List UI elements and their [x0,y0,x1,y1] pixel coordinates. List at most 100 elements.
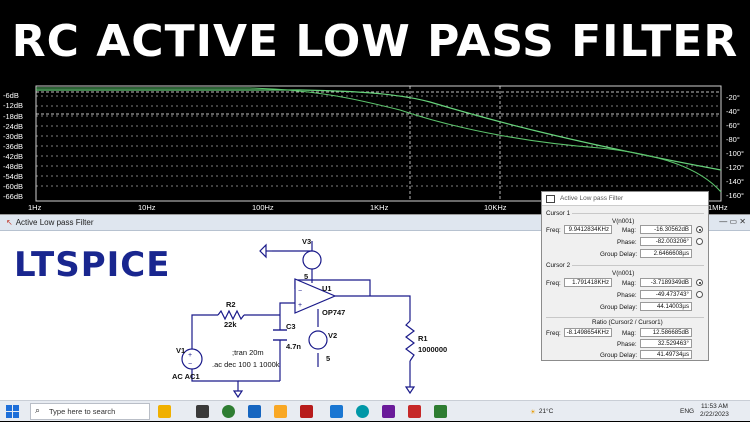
task-view-icon[interactable] [196,405,209,418]
x-tick: 1MHz [708,203,728,212]
y-left-tick: -48dB [3,162,23,171]
cursor1-signal: V(n001) [612,218,635,225]
resistor-r2[interactable] [217,309,245,321]
resistor-r1[interactable] [405,320,415,362]
capacitor-c3[interactable] [273,329,287,341]
r2-value: 22k [224,320,237,329]
svg-text:+: + [188,352,192,359]
ratio-phase-label: Phase: [617,341,637,348]
svg-text:+: + [298,302,302,309]
cursor1-gd-field[interactable]: 2.6466608µs [640,249,692,258]
y-left-tick: -18dB [3,112,23,121]
v3-name: V3 [302,237,311,246]
c3-value: 4.7n [286,342,301,351]
ltspice-icon: ↖ [6,218,13,227]
cursor2-signal: V(n001) [612,270,635,277]
cursor1-phase-radio[interactable] [696,238,703,245]
chrome-icon[interactable] [222,405,235,418]
cursor2-freq-field[interactable]: 1.791418KHz [564,278,612,287]
v3-value: 5 [304,272,308,281]
teams-icon[interactable] [382,405,395,418]
cursor2-mag-radio[interactable] [696,279,703,286]
edge-icon[interactable] [356,405,369,418]
r1-value: 1000000 [418,345,447,354]
cursor-lines[interactable] [36,86,721,201]
u1-value: OP747 [322,308,345,317]
camtasia-icon[interactable] [434,405,447,418]
ltspice-taskbar-icon[interactable] [300,405,313,418]
cursor2-phase-field[interactable]: -49.473743° [640,290,692,299]
x-tick: 1Hz [28,203,42,212]
x-tick: 10Hz [138,203,156,212]
ltspice-watermark: LTSPICE [14,245,171,285]
ratio-gd-field[interactable]: 41.49734µs [640,350,692,359]
clock[interactable]: 11:53 AM 2/22/2023 [700,403,729,419]
language-indicator[interactable]: ENG [680,408,695,415]
magnitude-trace [36,89,722,171]
source-v3[interactable] [302,250,322,270]
r2-name: R2 [226,300,236,309]
cursor-window[interactable]: Active Low pass Filter Cursor 1 V(n001) … [541,191,709,361]
cursor2-mag-label: Mag: [622,280,636,287]
y-right-ticks: -20° -40° -60° -80° -100° -120° -140° -1… [726,93,744,200]
cursor2-phase-radio[interactable] [696,291,703,298]
v2-name: V2 [328,331,337,340]
cursor1-mag-field[interactable]: -16.30562dB [640,225,692,234]
y-left-tick: -66dB [3,192,23,201]
r1-name: R1 [418,334,428,343]
opamp-u1[interactable] [294,278,337,314]
plot-grid [36,95,721,187]
cursor1-mag-radio[interactable] [696,226,703,233]
taskbar: Type here to search ⌕ ☀ 21°C ENG 11:53 A… [0,400,750,421]
file-explorer-icon[interactable] [274,405,287,418]
cursor1-phase-field[interactable]: -82.003206° [640,237,692,246]
weather-widget[interactable]: ☀ 21°C [530,401,553,422]
ratio-mag-label: Mag: [622,330,636,337]
weather-temp: 21°C [538,408,554,415]
ratio-label: Ratio (Cursor2 / Cursor1) [592,319,663,326]
v1-value: AC AC1 [172,372,200,381]
taskbar-search-input[interactable]: Type here to search [30,403,150,420]
ac-directive: .ac dec 100 1 1000k [212,360,280,369]
cursor1-freq-field[interactable]: 9.9412834KHz [564,225,612,234]
mail-icon[interactable] [330,405,343,418]
widgets-icon[interactable] [158,405,171,418]
ratio-freq-label: Freq: [546,330,561,337]
cursor-window-titlebar[interactable]: Active Low pass Filter [542,192,708,206]
x-tick: 10KHz [484,203,507,212]
windows-start-icon[interactable] [6,405,19,418]
cursor2-mag-field[interactable]: -3.7189349dB [640,278,692,287]
schematic-window-controls[interactable]: — ▭ ✕ [719,217,746,226]
store-icon[interactable] [248,405,261,418]
tran-directive: ;tran 20m [232,348,264,357]
ratio-phase-field[interactable]: 32.529463° [640,339,692,348]
bode-plot: -6dB -12dB -18dB -24dB -30dB -36dB -42dB… [3,85,744,212]
schematic-canvas[interactable]: − + + − V1 AC AC1 R2 22k C [0,231,541,401]
y-left-tick: -36dB [3,142,23,151]
search-icon: ⌕ [35,405,41,415]
y-left-tick: -60dB [3,182,23,191]
app-icon[interactable] [408,405,421,418]
u1-name: U1 [322,284,332,293]
clock-time: 11:53 AM [700,403,728,410]
schematic-title: Active Low pass Filter [15,218,94,227]
cursor1-mag-label: Mag: [622,227,636,234]
cursor2-freq-label: Freq: [546,280,561,287]
sun-icon: ☀ [530,408,536,416]
y-right-tick: -140° [726,177,744,186]
cursor1-gd-label: Group Delay: [600,251,638,258]
y-right-tick: -80° [726,135,740,144]
source-v1[interactable] [181,348,203,370]
x-tick: 100Hz [252,203,274,212]
ratio-gd-label: Group Delay: [600,352,638,359]
y-right-tick: -160° [726,191,744,200]
cursor2-gd-field[interactable]: 44.14003µs [640,302,692,311]
v1-name: V1 [176,346,185,355]
c3-name: C3 [286,322,296,331]
source-v2[interactable] [308,330,328,350]
ground-symbols [232,243,416,399]
ratio-freq-field[interactable]: -8.1498654KHz [564,328,612,337]
ratio-mag-field[interactable]: 12.586685dB [640,328,692,337]
x-ticks: 1Hz 10Hz 100Hz 1KHz 10KHz 1MHz [28,203,728,212]
bode-plot-pane[interactable]: -6dB -12dB -18dB -24dB -30dB -36dB -42dB… [0,82,750,214]
